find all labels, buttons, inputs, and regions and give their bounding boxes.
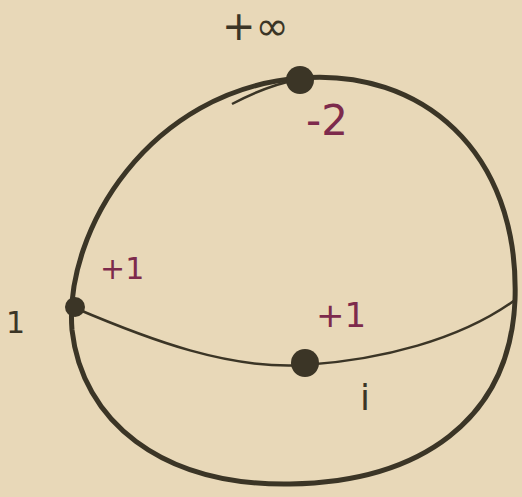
pen-stroke [232,80,296,104]
point-name: i [360,380,370,416]
sphere-outline [71,77,515,484]
point-value: -2 [306,100,348,142]
point-dot [286,66,314,94]
point-name: 1 [6,308,25,338]
point-dot [291,349,319,377]
point-dot [65,297,85,317]
point-value: +1 [316,298,366,332]
point-name: +∞ [222,6,289,46]
point-value: +1 [100,254,144,284]
